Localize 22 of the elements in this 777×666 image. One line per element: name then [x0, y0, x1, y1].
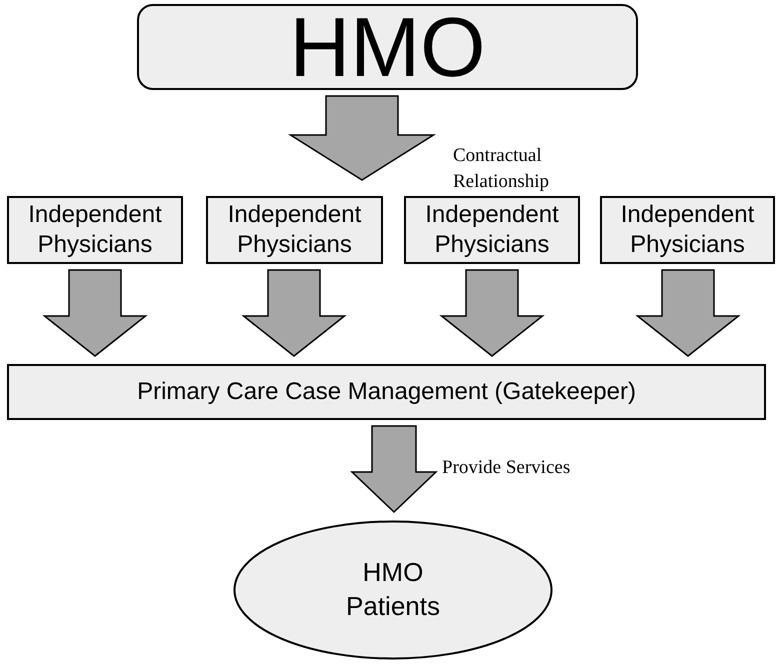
node-label: Primary Care Case Management (Gatekeeper)	[137, 377, 636, 407]
node-label: Independent Physicians	[620, 200, 756, 260]
node-label: Independent Physicians	[424, 200, 560, 260]
process-box	[404, 196, 580, 264]
process-box	[600, 196, 775, 264]
process-box	[206, 196, 383, 264]
block-arrow	[350, 425, 438, 514]
block-arrow	[439, 269, 545, 357]
terminal-ellipse	[233, 520, 553, 660]
organization-box	[137, 4, 638, 90]
node-label: Independent Physicians	[27, 200, 163, 260]
block-arrow	[241, 269, 347, 357]
process-box	[7, 364, 766, 420]
node-label: HMO Patients	[345, 556, 441, 623]
process-box	[7, 196, 183, 264]
block-arrow	[42, 269, 148, 357]
block-arrow	[635, 269, 741, 357]
edge-label: Contractual Relationship	[453, 144, 550, 194]
block-arrow	[288, 95, 436, 181]
edge-label: Provide Services	[442, 456, 572, 480]
node-label: HMO	[290, 5, 486, 89]
node-label: Independent Physicians	[226, 200, 362, 260]
